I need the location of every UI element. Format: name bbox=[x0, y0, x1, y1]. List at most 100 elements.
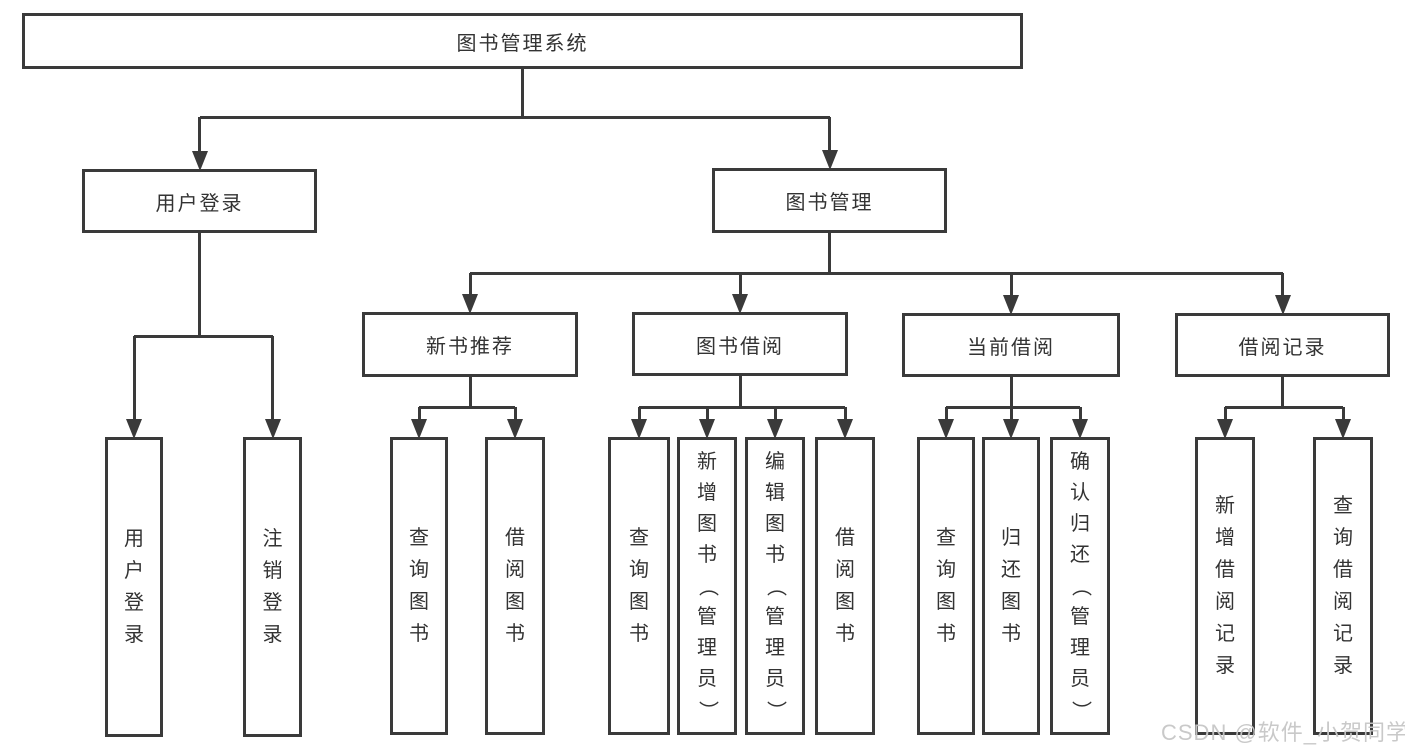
connector-line bbox=[637, 407, 641, 423]
node-label-char: ） bbox=[1069, 700, 1092, 720]
node-login: 用户登录 bbox=[105, 437, 163, 737]
node-label-char: 图 bbox=[505, 591, 525, 613]
node-label-char: 员 bbox=[1070, 667, 1090, 690]
node-book-mgmt: 图书管理 bbox=[712, 168, 947, 233]
arrowhead-down bbox=[462, 294, 478, 314]
node-label-char: 销 bbox=[262, 560, 283, 582]
connector-line bbox=[738, 273, 742, 298]
node-label-char: 查 bbox=[629, 527, 649, 549]
connector-line bbox=[417, 407, 421, 423]
arrowhead-down bbox=[1335, 419, 1351, 439]
node-label-char: 查 bbox=[1333, 495, 1353, 517]
node-label: 当前借阅 bbox=[967, 336, 1055, 359]
node-cb-query-book: 查询图书 bbox=[917, 437, 975, 735]
node-label-char: 新 bbox=[697, 450, 717, 473]
node-label-char: 书 bbox=[697, 543, 717, 566]
node-label: 图书管理系统 bbox=[456, 32, 589, 55]
node-user-login: 用户登录 bbox=[82, 169, 317, 233]
connector-line bbox=[639, 405, 845, 409]
connector-line bbox=[521, 69, 524, 117]
node-label-char: 阅 bbox=[1333, 591, 1353, 613]
connector-line bbox=[1009, 407, 1013, 423]
connector-line bbox=[1223, 407, 1227, 423]
node-label-char: 图 bbox=[697, 512, 717, 535]
node-label-char: 查 bbox=[409, 527, 429, 549]
node-label-char: 员 bbox=[697, 667, 717, 690]
node-new-book-rec: 新书推荐 bbox=[362, 312, 578, 377]
connector-line bbox=[843, 407, 847, 423]
node-label-char: 书 bbox=[505, 623, 525, 645]
node-br-query-record: 查询借阅记录 bbox=[1313, 437, 1373, 735]
node-label-char: 书 bbox=[765, 543, 785, 566]
arrowhead-down bbox=[1072, 419, 1088, 439]
connector-line bbox=[944, 407, 948, 423]
connector-line bbox=[1009, 377, 1013, 407]
node-label-char: 阅 bbox=[835, 559, 855, 581]
arrowhead-down bbox=[938, 419, 954, 439]
connector-line bbox=[1009, 273, 1013, 299]
connector-line bbox=[1281, 273, 1284, 299]
node-label-char: 借 bbox=[1215, 559, 1235, 581]
connector-line bbox=[828, 117, 831, 154]
node-label-char: 新 bbox=[1215, 495, 1235, 517]
node-label-char: （ bbox=[1069, 576, 1092, 596]
node-label-char: 理 bbox=[697, 636, 717, 659]
node-label: 借阅记录 bbox=[1238, 336, 1327, 359]
node-label-char: 阅 bbox=[1215, 591, 1235, 613]
node-logout: 注销登录 bbox=[243, 437, 302, 737]
node-label-char: 询 bbox=[629, 559, 649, 581]
node-label-char: 书 bbox=[835, 623, 855, 645]
arrowhead-down bbox=[411, 419, 427, 439]
watermark: CSDN @软件_小贺同学 bbox=[1161, 720, 1405, 745]
arrowhead-down bbox=[631, 419, 647, 439]
node-label-char: 管 bbox=[697, 605, 717, 628]
node-label-char: 图 bbox=[1001, 591, 1021, 613]
node-br-add-record: 新增借阅记录 bbox=[1195, 437, 1255, 735]
arrowhead-down bbox=[1274, 295, 1291, 315]
node-label-char: 归 bbox=[1001, 527, 1021, 549]
node-label-char: 借 bbox=[835, 527, 855, 549]
node-label-char: 还 bbox=[1001, 559, 1021, 581]
node-label-char: 录 bbox=[124, 624, 144, 646]
node-label-char: ） bbox=[696, 700, 719, 720]
node-label-char: 图 bbox=[936, 591, 956, 613]
arrowhead-down bbox=[264, 419, 281, 439]
arrowhead-down bbox=[1217, 419, 1233, 439]
connector-line bbox=[198, 233, 201, 336]
node-bb-query-book: 查询图书 bbox=[608, 437, 670, 735]
node-label-char: 图 bbox=[835, 591, 855, 613]
arrowhead-down bbox=[837, 419, 853, 439]
node-label-char: （ bbox=[764, 576, 787, 596]
connector-line bbox=[705, 407, 709, 423]
node-label-char: 询 bbox=[409, 559, 429, 581]
node-label-char: （ bbox=[696, 576, 719, 596]
connector-line bbox=[419, 405, 515, 409]
connector-line bbox=[132, 336, 136, 423]
node-label-char: 辑 bbox=[765, 481, 785, 504]
node-label: 图书管理 bbox=[785, 192, 874, 214]
connector-line bbox=[828, 233, 831, 273]
node-label-char: 理 bbox=[1070, 636, 1090, 659]
node-current-borrow: 当前借阅 bbox=[902, 313, 1120, 377]
node-label-char: 登 bbox=[262, 592, 283, 614]
connector-line bbox=[470, 271, 1283, 275]
connector-line bbox=[198, 117, 201, 155]
node-label-char: 询 bbox=[1333, 527, 1353, 549]
node-label: 图书借阅 bbox=[696, 335, 784, 358]
node-label-char: 增 bbox=[1215, 527, 1235, 549]
node-label-char: ） bbox=[764, 700, 787, 720]
node-label-char: 录 bbox=[262, 624, 283, 646]
node-label-char: 编 bbox=[765, 450, 785, 473]
node-label-char: 图 bbox=[629, 591, 649, 613]
connector-line bbox=[1341, 407, 1345, 423]
node-label-char: 借 bbox=[505, 527, 525, 549]
node-bb-add-book: 新增图书（管理员） bbox=[677, 437, 737, 735]
connector-line bbox=[199, 115, 830, 119]
node-borrow-record: 借阅记录 bbox=[1175, 313, 1390, 377]
node-label-char: 理 bbox=[765, 636, 785, 659]
node-cb-return-book: 归还图书 bbox=[982, 437, 1040, 735]
node-rec-borrow-book: 借阅图书 bbox=[485, 437, 545, 735]
connector-line bbox=[1225, 405, 1343, 409]
connector-line bbox=[1281, 377, 1284, 407]
node-bb-edit-book: 编辑图书（管理员） bbox=[745, 437, 805, 735]
